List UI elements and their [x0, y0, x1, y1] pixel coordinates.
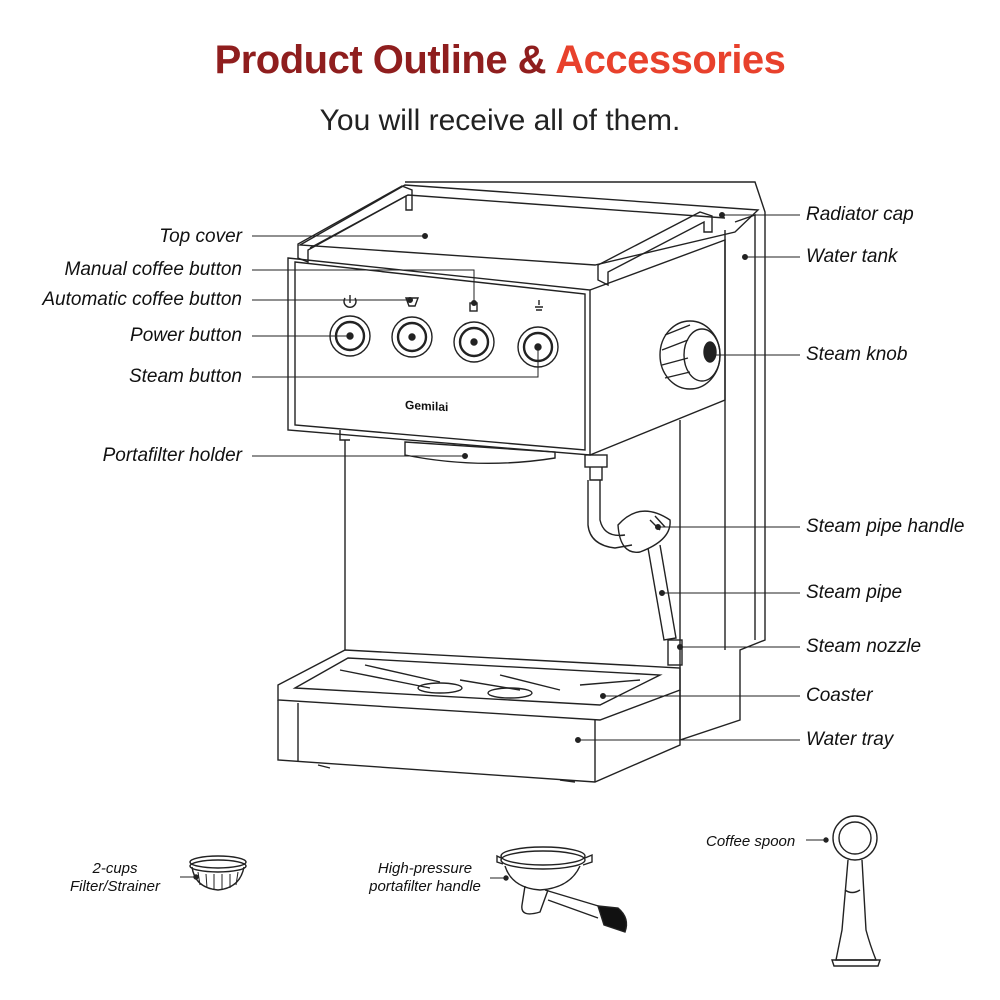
left-leader-lines [252, 233, 541, 459]
label-coaster: Coaster [806, 685, 873, 706]
front-panel [287, 257, 591, 456]
top-handle-right [597, 211, 713, 287]
label-steam-nozzle: Steam nozzle [806, 636, 922, 657]
page-subtitle: You will receive all of them. [319, 104, 681, 137]
label-top-cover: Top cover [159, 226, 242, 247]
portafilter-label-line-1: High-pressure [377, 860, 473, 877]
portafilter-label-line-2: portafilter handle [369, 878, 481, 895]
label-steam-knob: Steam knob [806, 344, 908, 365]
label-radiator-cap: Radiator cap [806, 204, 914, 225]
top-cover-shape [297, 184, 760, 266]
label-steam-button: Steam button [128, 366, 242, 387]
portafilter-illustration [490, 846, 628, 933]
label-water-tank: Water tank [806, 246, 898, 267]
coffee-spoon-illustration [806, 815, 881, 967]
title-ampersand: & [507, 38, 556, 82]
page-title: Product Outline & Accessories [0, 38, 1000, 83]
label-filter-strainer: 2-cups Filter/Strainer [60, 860, 170, 896]
title-part-1: Product Outline [214, 38, 508, 82]
label-manual-coffee-button: Manual coffee button [64, 259, 242, 280]
label-automatic-coffee-button: Automatic coffee button [42, 289, 242, 310]
label-coffee-spoon: Coffee spoon [706, 833, 796, 850]
label-portafilter-handle: High-pressure portafilter handle [360, 860, 490, 896]
machine-body [277, 181, 766, 783]
filter-strainer-illustration [180, 855, 247, 891]
top-handle-left [297, 185, 413, 264]
filter-label-line-2: Filter/Strainer [69, 878, 161, 895]
label-steam-pipe: Steam pipe [806, 582, 903, 603]
portafilter-holder-shape [404, 441, 556, 465]
brand-logo: Gemilai [405, 397, 449, 415]
label-steam-pipe-handle: Steam pipe handle [806, 516, 965, 537]
title-part-2: Accessories [555, 38, 786, 82]
right-leader-lines [575, 212, 800, 743]
drip-tray [277, 649, 681, 783]
control-buttons [329, 295, 559, 368]
filter-label-line-1: 2-cups [92, 860, 138, 877]
label-water-tray: Water tray [806, 729, 894, 750]
label-power-button: Power button [130, 325, 242, 346]
steam-pipe [584, 454, 683, 666]
label-portafilter-holder: Portafilter holder [102, 445, 242, 466]
